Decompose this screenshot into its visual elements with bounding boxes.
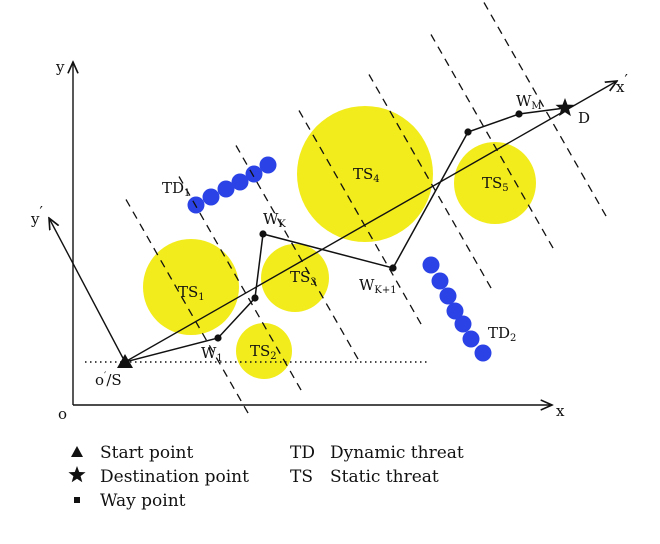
td2-dot-1: [422, 256, 440, 274]
td2-dot-7: [474, 344, 492, 362]
td2-label: TD2: [488, 324, 516, 344]
waypoint-wk1: [389, 264, 397, 272]
ts5-label: TS5: [482, 174, 509, 194]
x-prime-axis: [124, 81, 617, 363]
x-axis-label: x: [556, 402, 565, 420]
legend-td-abbr: TD: [290, 443, 315, 463]
legend-start-icon: [71, 446, 83, 457]
start-label: o′/S: [95, 371, 122, 389]
waypoint-w1-label: W1: [201, 344, 223, 364]
dynamic-threat-td2-dots: [422, 256, 492, 362]
flight-path: [124, 107, 566, 363]
legend-waypoint-icon: [74, 497, 80, 503]
waypoint-wk: [259, 230, 267, 238]
td2-dot-6: [462, 330, 480, 348]
static-threat-ts3: [261, 244, 329, 312]
td2-dot-4: [446, 302, 464, 320]
td1-dot-5: [245, 165, 263, 183]
td1-dot-6: [259, 156, 277, 174]
waypoint-w1: [214, 334, 222, 342]
waypoint-wk-label: WK: [263, 210, 286, 230]
td2-dot-3: [439, 287, 457, 305]
td1-dot-2: [202, 188, 220, 206]
waypoint-wm-label: WM: [516, 92, 542, 112]
dynamic-threat-td1-dots: [187, 156, 277, 214]
legend-td-text: Dynamic threat: [330, 443, 464, 463]
ts1-label: TS1: [178, 283, 205, 303]
ts3-label: TS3: [290, 268, 317, 288]
legend-ts-abbr: TS: [290, 467, 313, 487]
legend-start-text: Start point: [100, 443, 193, 463]
static-threats: [143, 106, 536, 379]
y-axis-label: y: [55, 58, 65, 76]
td2-dot-5: [454, 315, 472, 333]
td1-label: TD1: [162, 179, 190, 199]
legend-destination-icon: [68, 466, 86, 483]
waypoint-wm: [515, 110, 523, 118]
origin-label: o: [58, 405, 67, 423]
destination-star: [555, 98, 575, 117]
legend-destination-text: Destination point: [100, 467, 249, 487]
ts4-label: TS4: [353, 165, 380, 185]
ts2-label: TS2: [250, 342, 277, 362]
x-prime-label: x′: [616, 71, 628, 96]
td1-dot-4: [231, 173, 249, 191]
td1-dot-3: [217, 180, 235, 198]
start-point-marker: [117, 354, 133, 368]
static-threat-ts4: [297, 106, 433, 242]
waypoint-intermediate: [251, 294, 259, 302]
legend-waypoint-text: Way point: [100, 491, 186, 511]
y-prime-label: y′: [30, 203, 43, 228]
td2-dot-2: [431, 272, 449, 290]
waypoints: [214, 110, 523, 342]
waypoint-wk1-label: WK+1: [359, 276, 397, 296]
waypoint-intermediate-2: [464, 128, 472, 136]
y-prime-axis: [49, 218, 126, 363]
legend: Start point Destination point Way point …: [68, 443, 464, 511]
legend-ts-text: Static threat: [330, 467, 439, 487]
destination-label: D: [578, 109, 590, 127]
static-threat-ts2: [236, 323, 292, 379]
